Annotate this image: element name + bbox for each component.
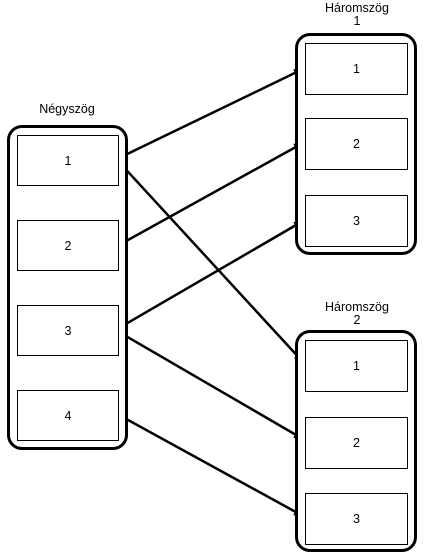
- negyszog-item-1: 1: [17, 135, 119, 186]
- negyszog-item-4: 4: [17, 390, 119, 441]
- negyszog-item-3: 3: [17, 305, 119, 356]
- haromszog-2-item-1: 1: [305, 340, 408, 392]
- group-title-haromszog-2: Háromszög 2: [307, 301, 407, 327]
- group-haromszog-2: 1 2 3: [295, 330, 417, 552]
- haromszog-1-item-3: 3: [305, 195, 408, 247]
- group-haromszog-1: 1 2 3: [295, 33, 417, 255]
- haromszog-1-item-2: 2: [305, 118, 408, 170]
- edge-n2-h1-2: [118, 141, 304, 247]
- haromszog-2-item-2: 2: [305, 417, 408, 469]
- group-title-haromszog-1-line1: Háromszög: [325, 1, 389, 15]
- group-title-negyszog: Négyszög: [39, 102, 95, 116]
- haromszog-1-item-1: 1: [305, 43, 408, 95]
- group-title-haromszog-2-line2: 2: [353, 313, 361, 327]
- edge-n4-h2-3: [118, 413, 304, 518]
- haromszog-2-item-3: 3: [305, 493, 408, 545]
- group-negyszog: 1 2 3 4: [7, 125, 128, 450]
- edge-n3-h2-2: [118, 330, 304, 441]
- group-title-haromszog-1-line2: 1: [353, 14, 361, 28]
- edge-n1-h1-1: [118, 67, 304, 160]
- edge-n1-h2-1: [118, 161, 304, 363]
- negyszog-item-2: 2: [17, 220, 119, 271]
- edge-n3-h1-3: [118, 219, 304, 330]
- group-title-haromszog-2-line1: Háromszög: [325, 300, 389, 314]
- group-title-haromszog-1: Háromszög 1: [307, 2, 407, 28]
